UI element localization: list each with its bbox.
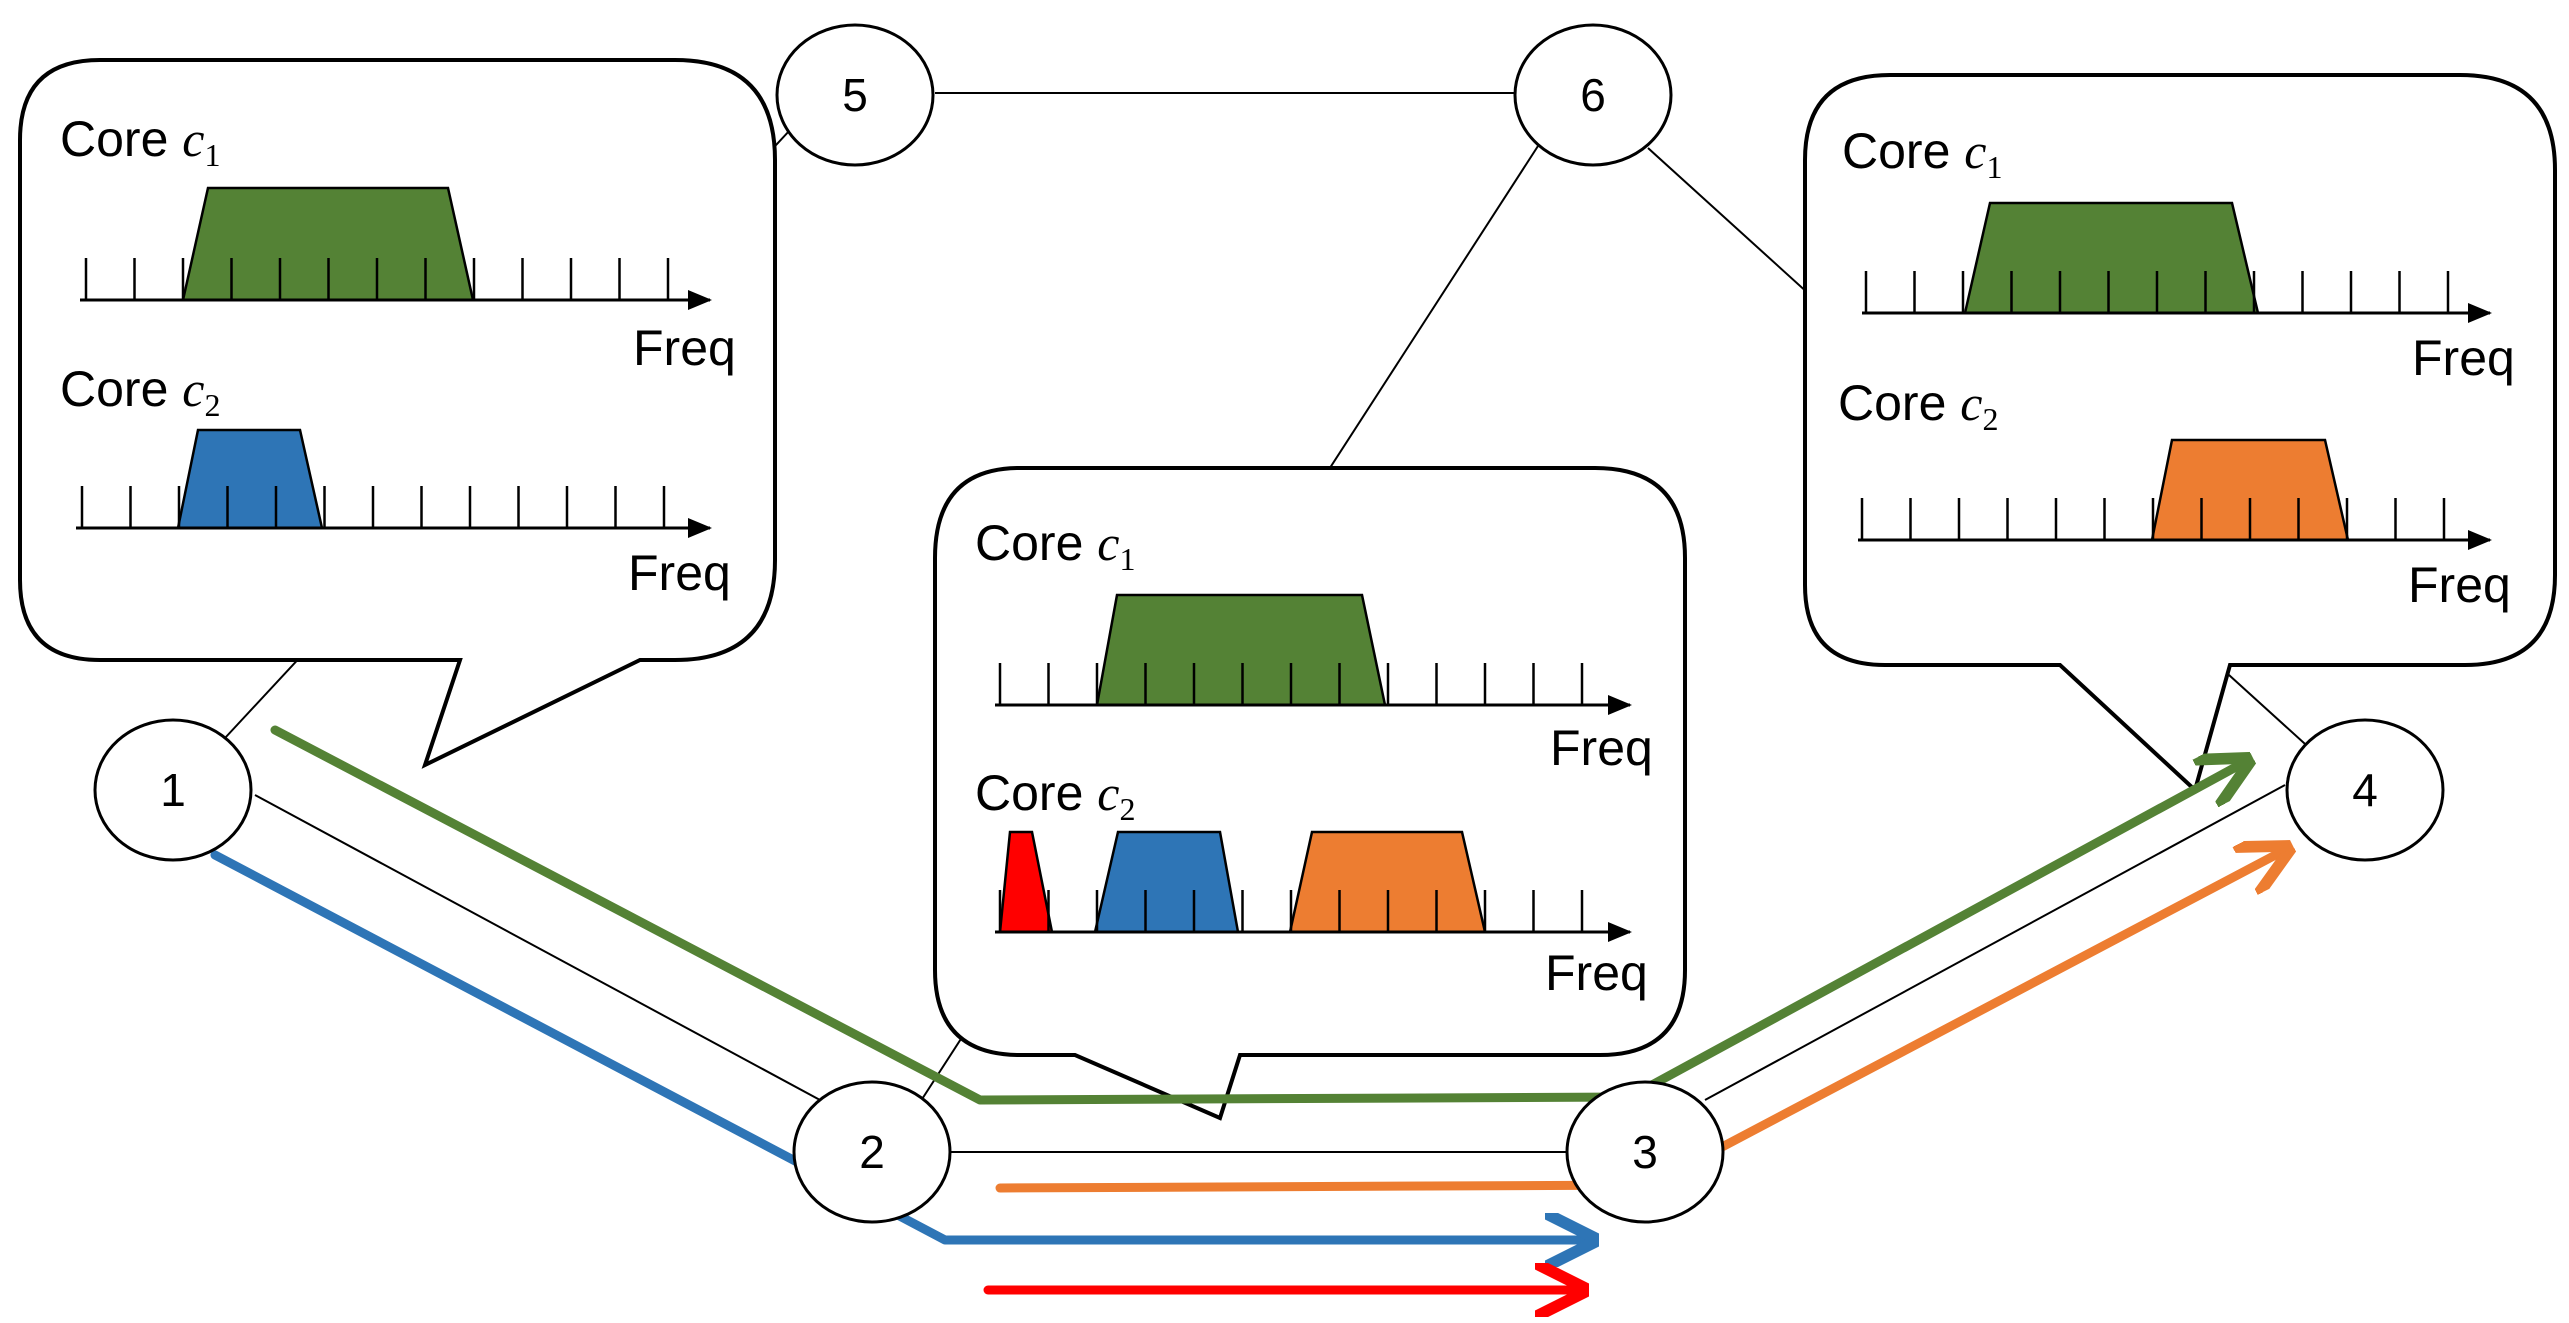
core-label: Core [1838,375,1946,431]
svg-text:Core c2: Core c2 [60,361,220,423]
core-variable: c [1097,765,1119,821]
node-5[interactable]: 5 [775,23,935,167]
core-variable: c [182,361,204,417]
core-subscript: 1 [1119,541,1135,577]
node-label: 4 [2352,764,2378,816]
core-label: Core [1842,123,1950,179]
freq-label: Freq [2408,557,2511,613]
node-circle [1513,23,1673,167]
node-circle [792,1080,952,1224]
core-label: Core [975,765,1083,821]
node-label: 2 [859,1126,885,1178]
svg-text:Core c1: Core c1 [1842,123,2002,185]
panel-middle: Core c1 Freq Core c2 Freq [933,466,1687,1121]
green-spectrum-slot [1095,593,1387,707]
green-route [270,725,2245,1105]
core-subscript: 1 [204,137,220,173]
node-circle [1565,1080,1725,1224]
core-label: Core [975,515,1083,571]
blue-route [210,850,1590,1240]
blue-spectrum-slot [176,428,324,530]
svg-text:Core c1: Core c1 [975,515,1135,577]
node-label: 6 [1580,69,1606,121]
panel-right: Core c1 Freq Core c2 Freq [1803,73,2557,794]
svg-text:Core c1: Core c1 [60,111,220,173]
node-circle [775,23,935,167]
node-1[interactable]: 1 [93,718,253,862]
freq-label: Freq [633,320,736,376]
freq-label: Freq [1550,720,1653,776]
panel-right-bubble [1803,73,2557,794]
core-variable: c [1097,515,1119,571]
node-3[interactable]: 3 [1565,1080,1725,1224]
edge-1-2 [254,794,821,1101]
node-2[interactable]: 2 [792,1080,952,1224]
node-4[interactable]: 4 [2285,718,2445,862]
frequency-slot-ticks [80,258,2450,932]
core-variable: c [1964,123,1986,179]
green-spectrum-slot [1963,201,2260,315]
core-subscript: 1 [1986,149,2002,185]
svg-text:Core c2: Core c2 [1838,375,1998,437]
blue-spectrum-slot [1093,830,1240,934]
node-6[interactable]: 6 [1513,23,1673,167]
panel-left: Core c1 Freq Core c2 Freq [18,58,777,769]
core-subscript: 2 [1119,791,1135,827]
freq-label: Freq [1545,945,1648,1001]
core-subscript: 2 [1982,401,1998,437]
freq-label: Freq [2412,330,2515,386]
freq-label: Freq [628,545,731,601]
core-variable: c [182,111,204,167]
node-circle [2285,718,2445,862]
core-subscript: 2 [204,387,220,423]
node-label: 5 [842,69,868,121]
core-label: Core [60,111,168,167]
node-circle [93,718,253,862]
core-variable: c [1960,375,1982,431]
svg-text:Core c2: Core c2 [975,765,1135,827]
network-nodes: 1 2 3 4 5 6 [93,23,2445,1224]
edge-3-4 [1704,784,2286,1101]
node-label: 1 [160,764,186,816]
node-label: 3 [1632,1126,1658,1178]
core-label: Core [60,361,168,417]
